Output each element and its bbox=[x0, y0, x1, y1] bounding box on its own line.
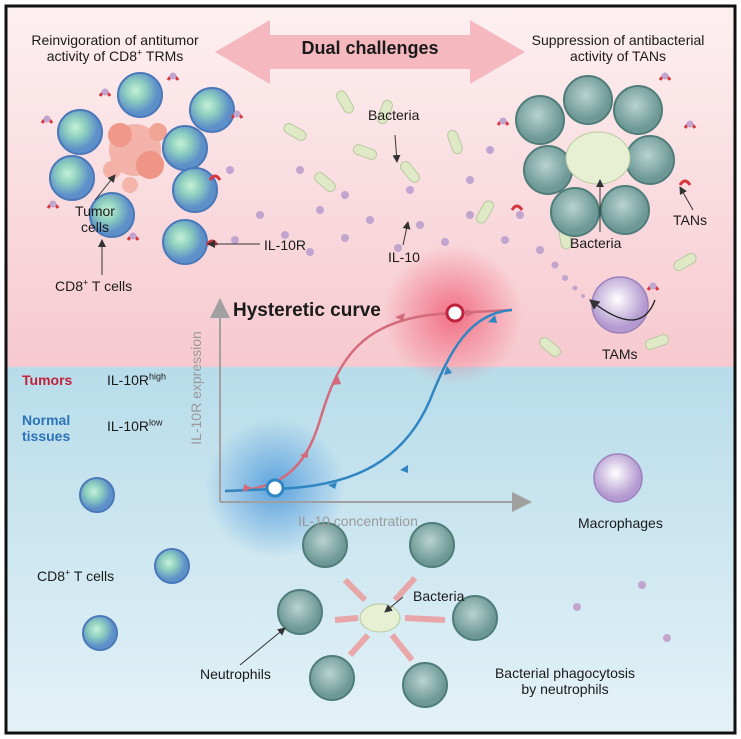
il10r-low-label: IL-10Rlow bbox=[107, 418, 163, 434]
top-left-line1: Reinvigoration of antitumor bbox=[31, 32, 199, 48]
cd8-bottom-label: CD8+ T cells bbox=[37, 568, 114, 584]
cd8-bottom-sup: + bbox=[65, 567, 71, 578]
low-state-marker bbox=[265, 478, 285, 498]
receptor-bound-il10 bbox=[43, 72, 241, 240]
il10-molecules bbox=[226, 146, 671, 642]
dual-challenges-title: Dual challenges bbox=[301, 38, 439, 58]
top-right-line1: Suppression of antibacterial bbox=[531, 32, 705, 48]
cd8-top-prefix: CD8 bbox=[55, 278, 84, 294]
bacteria-label-top: Bacteria bbox=[368, 107, 420, 123]
tumors-zone-label: Tumors bbox=[22, 372, 73, 388]
tams-label: TAMs bbox=[602, 346, 638, 362]
normal-tissue-zone bbox=[6, 367, 735, 733]
graph-axes bbox=[210, 298, 532, 512]
bacteria-free bbox=[283, 90, 697, 357]
cd8-bottom-prefix: CD8 bbox=[37, 568, 66, 584]
phago-line1: Bacterial phagocytosis bbox=[494, 665, 636, 681]
y-axis-label: IL-10R expression bbox=[188, 331, 204, 445]
pointer-lines bbox=[94, 134, 694, 666]
il10r-high-label: IL-10Rhigh bbox=[107, 372, 166, 388]
tan-cluster bbox=[496, 72, 697, 237]
normal-line2: tissues bbox=[22, 428, 71, 444]
il10r-low-sup: low bbox=[149, 417, 163, 428]
figure-border bbox=[4, 4, 737, 735]
tumor-cells-label: Tumor cells bbox=[70, 203, 120, 235]
cd8-top-label: CD8+ T cells bbox=[55, 278, 132, 294]
il10r-high-prefix: IL-10R bbox=[107, 372, 150, 388]
il10r-label: IL-10R bbox=[264, 237, 307, 253]
cd8-top-suffix: T cells bbox=[88, 278, 133, 294]
top-right-heading: Suppression of antibacterial activity of… bbox=[518, 32, 718, 64]
macrophages-label: Macrophages bbox=[578, 515, 663, 531]
tumor-cell-cluster bbox=[103, 123, 167, 193]
tam-cell bbox=[588, 276, 660, 334]
tumor-cells-line1: Tumor bbox=[75, 203, 115, 219]
x-axis-label: IL-10 concentration bbox=[298, 513, 418, 529]
normal-line1: Normal bbox=[22, 412, 71, 428]
il10-label: IL-10 bbox=[388, 249, 420, 265]
top-left-line2: activity of CD8 bbox=[46, 48, 137, 64]
hysteretic-curve-title: Hysteretic curve bbox=[233, 300, 381, 321]
il10r-low-prefix: IL-10R bbox=[107, 418, 150, 434]
high-state-marker bbox=[445, 303, 465, 323]
normal-tissues-label: Normal tissues bbox=[22, 412, 70, 444]
tumor-cells-line2: cells bbox=[80, 219, 109, 235]
cd8-t-cells-normal bbox=[79, 477, 190, 651]
phagocytosis-label: Bacterial phagocytosis by neutrophils bbox=[470, 665, 660, 697]
top-left-suffix: TRMs bbox=[142, 48, 184, 64]
cd8-top-sup: + bbox=[83, 277, 89, 288]
top-left-heading: Reinvigoration of antitumor activity of … bbox=[25, 32, 205, 64]
cd8-t-cells-tumor bbox=[49, 72, 235, 265]
dual-challenges-arrow bbox=[215, 20, 525, 84]
neutrophils-label: Neutrophils bbox=[200, 666, 271, 682]
tans-label: TANs bbox=[673, 212, 707, 228]
il10r-high-sup: high bbox=[149, 371, 167, 382]
curve-arrowheads bbox=[243, 309, 497, 492]
increasing-branch-curve bbox=[224, 308, 513, 493]
bacteria-tans-label: Bacteria bbox=[570, 235, 622, 251]
bacteria-bottom-label: Bacteria bbox=[413, 588, 465, 604]
top-right-line2: activity of TANs bbox=[570, 48, 666, 64]
macrophage bbox=[593, 453, 643, 503]
phago-line2: by neutrophils bbox=[521, 681, 609, 697]
top-left-sup: + bbox=[137, 47, 143, 58]
cd8-bottom-suffix: T cells bbox=[70, 568, 115, 584]
